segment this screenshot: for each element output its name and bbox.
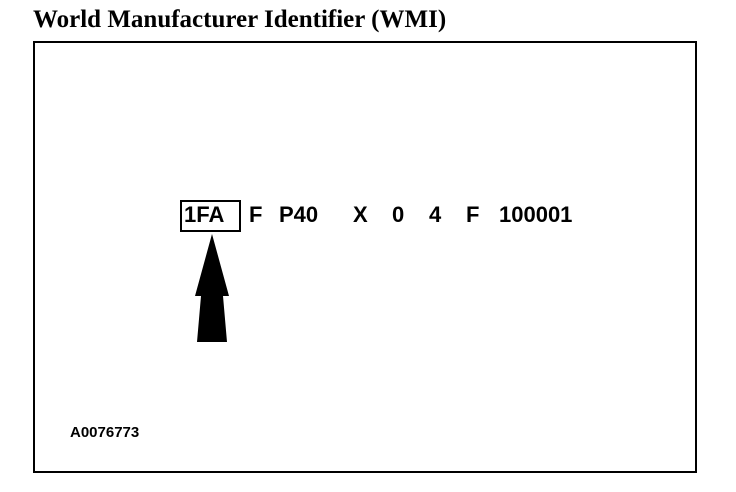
vin-check-digit: X: [353, 202, 368, 227]
vin-model-year: 0: [392, 202, 405, 227]
up-arrow-icon: [195, 234, 229, 342]
vin-f: F: [466, 202, 480, 227]
diagram-frame: [33, 41, 697, 473]
diagram-title: World Manufacturer Identifier (WMI): [33, 6, 447, 33]
vin-line: P40: [279, 202, 319, 227]
vin-wmi: 1FA: [184, 202, 225, 227]
vin-plant: 4: [429, 202, 442, 227]
vin-serial: 100001: [499, 202, 573, 227]
vin-restraint: F: [249, 202, 263, 227]
wmi-highlight-box: [180, 200, 241, 232]
figure-id: A0076773: [70, 424, 140, 441]
